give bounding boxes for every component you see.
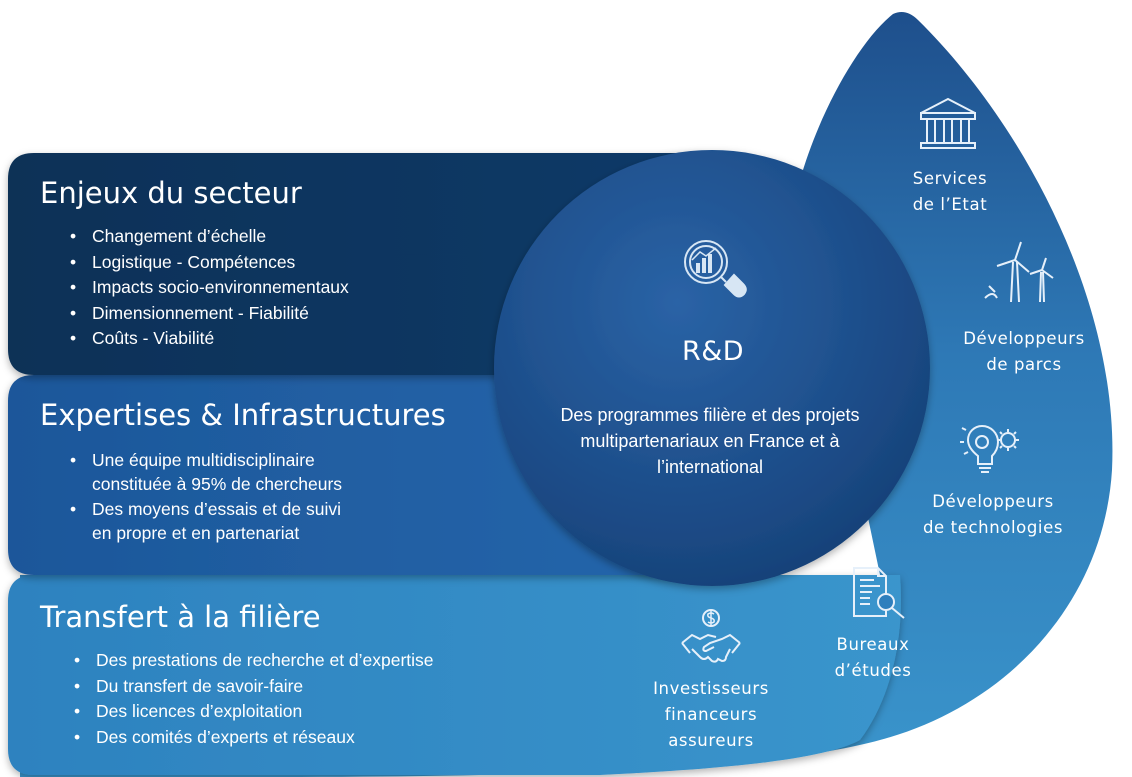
rd-description: Des programmes filière et des projets mu… [560,405,860,477]
list-item: Des licences d’exploitation [70,699,434,725]
list-item: Coûts - Viabilité [66,326,349,352]
enjeux-list: Changement d’échelle Logistique - Compét… [66,224,349,352]
panel-title-expertises: Expertises & Infrastructures [40,398,446,432]
list-item: Des prestations de recherche et d’expert… [70,648,434,674]
expertises-list: Une équipe multidisciplinaire constituée… [66,448,342,546]
rd-circle [494,150,930,586]
list-item: Une équipe multidisciplinaire constituée… [66,448,342,496]
panel-title-transfert: Transfert à la filière [40,600,321,634]
list-item: Changement d’échelle [66,224,349,250]
magnifier-chart-icon [684,240,747,298]
document-search-icon [853,567,905,619]
handshake-dollar-icon [681,609,741,663]
list-item: Logistique - Compétences [66,250,349,276]
government-building-icon [920,97,976,149]
list-item: Impacts socio-environnementaux [66,275,349,301]
actor-services-etat-label: Services de l’Etat [912,169,988,214]
actor-developpeurs-technologies-label: Développeurs de technologies [922,492,1064,537]
actor-investisseurs-label: Investisseurs financeurs assureurs [653,679,769,750]
list-item: Des moyens d’essais et de suivi en propr… [66,497,342,545]
list-item: Des comités d’experts et réseaux [70,725,434,751]
wind-turbines-icon [984,241,1054,303]
lightbulb-gears-icon [960,424,1019,473]
list-item: Dimensionnement - Fiabilité [66,301,349,327]
panel-title-enjeux: Enjeux du secteur [40,176,302,210]
actor-developpeurs-parcs-label: Développeurs de parcs [963,329,1085,374]
actor-bureaux-etudes-label: Bureaux d’études [834,635,912,680]
rd-title: R&D [681,336,745,367]
transfert-list: Des prestations de recherche et d’expert… [70,648,434,750]
list-item: Du transfert de savoir-faire [70,674,434,700]
